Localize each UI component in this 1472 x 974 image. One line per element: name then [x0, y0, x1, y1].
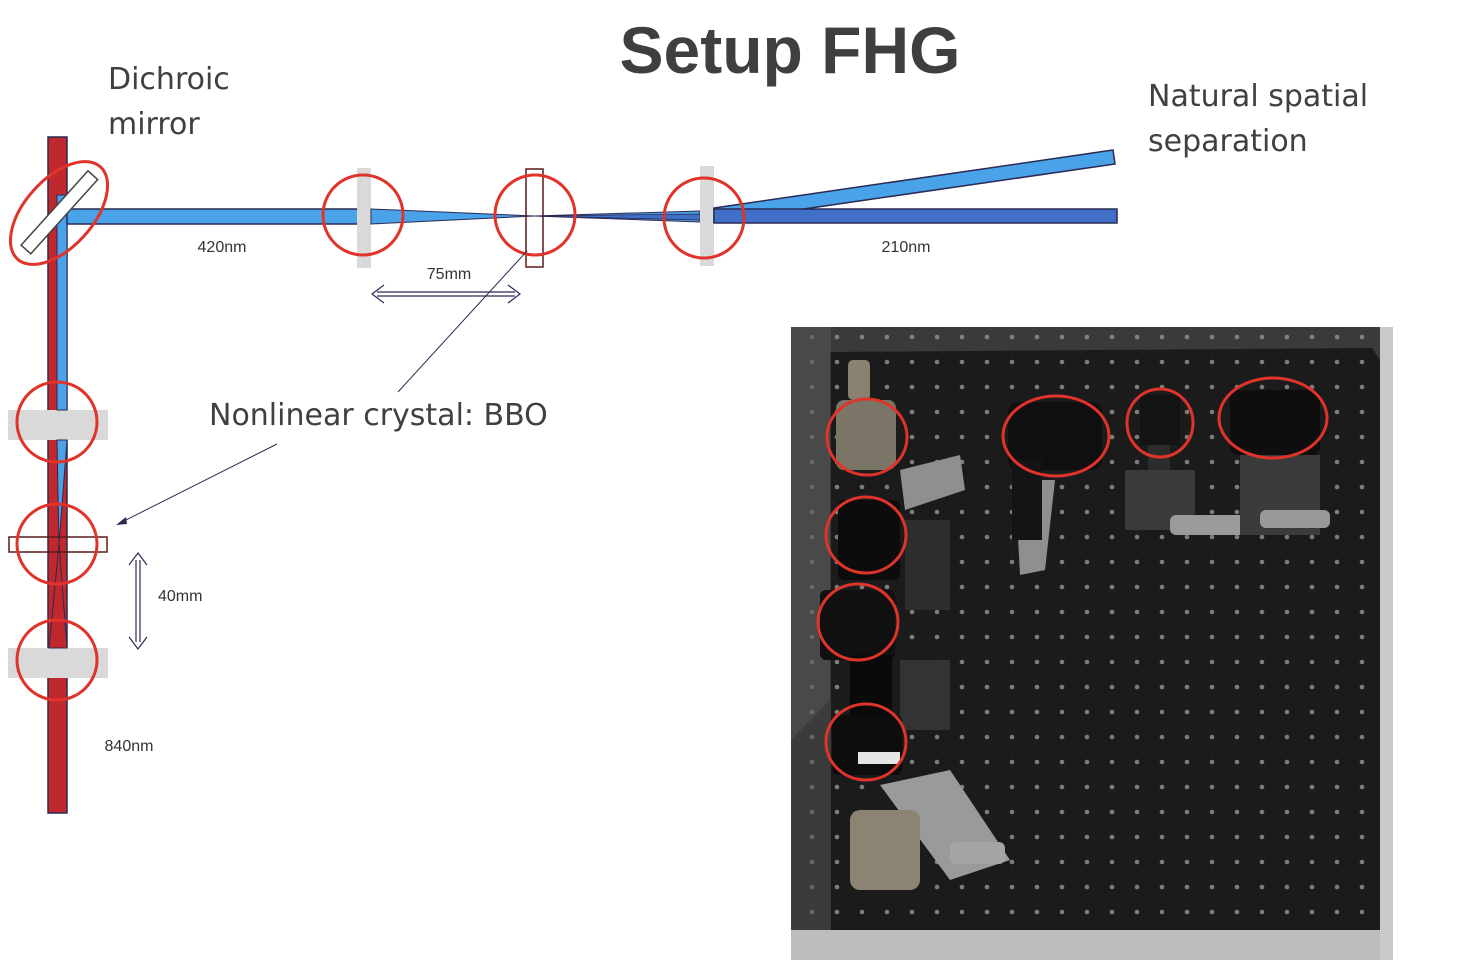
highlight-ellipse-mirror [8, 160, 110, 266]
lens-2 [8, 648, 108, 678]
highlight-circle [15, 502, 99, 586]
dichroic-mirror [20, 169, 99, 255]
highlight-circle [15, 618, 99, 702]
leader-arrowhead [116, 517, 127, 525]
page-title: Setup FHG [620, 13, 961, 87]
highlight-circle [493, 173, 577, 257]
mount-group-top [1008, 390, 1330, 575]
mount-group-left [820, 360, 1010, 890]
dimension-40mm [128, 552, 148, 650]
wavelength-label-blue: 420nm [198, 239, 247, 256]
lens-4 [700, 166, 714, 266]
dimension-label-side: 40mm [158, 588, 202, 605]
uv-beam-210nm [713, 208, 1118, 224]
separation-label-line2: separation [1148, 124, 1308, 159]
optical-table-photo [791, 327, 1393, 960]
blue-cone-upper [56, 439, 68, 545]
dimension-75mm [371, 284, 521, 304]
highlight-circle [15, 380, 99, 464]
dichroic-label-line2: mirror [108, 107, 200, 142]
separation-label-line1: Natural spatial [1148, 79, 1368, 114]
lens-3 [357, 168, 371, 268]
dichroic-mirror-plate [20, 169, 99, 255]
wavelength-label-red: 840nm [105, 738, 154, 755]
dimension-label-top: 75mm [427, 266, 471, 283]
highlight-circle [662, 176, 746, 260]
bbo-crystal-2 [525, 168, 544, 268]
blue-beam-vertical [56, 194, 68, 411]
dichroic-label-line1: Dichroic [108, 62, 230, 97]
red-cone-lower [48, 543, 68, 649]
lens-1 [8, 410, 108, 440]
leader-line-crystal-top [397, 250, 528, 393]
bbo-crystal-1 [8, 536, 108, 553]
wavelength-label-uv: 210nm [882, 239, 931, 256]
blue-beam-420nm [66, 208, 362, 225]
highlight-circle [321, 173, 405, 257]
crystal-label: Nonlinear crystal: BBO [209, 398, 548, 433]
blue-cone-focus [370, 208, 535, 225]
leader-line-crystal-side [117, 443, 278, 525]
